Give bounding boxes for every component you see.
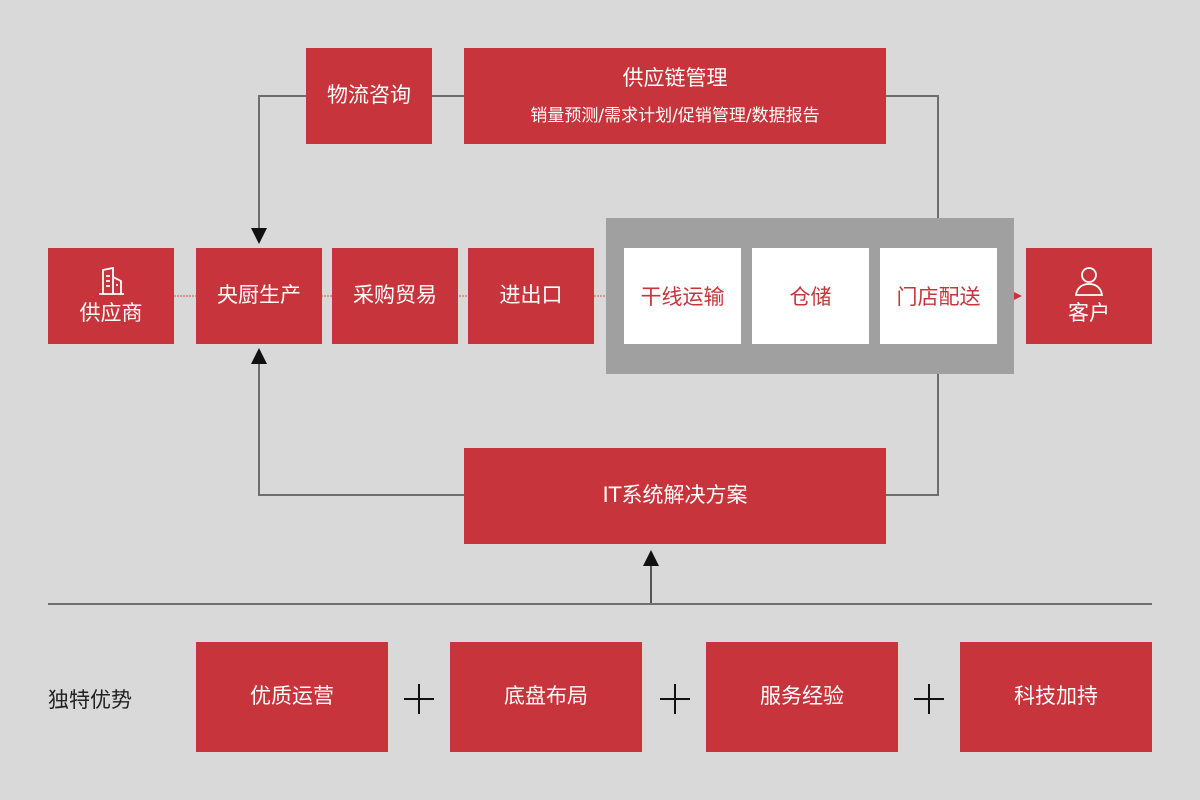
import-export-label: 进出口: [499, 283, 563, 308]
central-kitchen-box: 央厨生产: [196, 248, 322, 344]
user-icon: [1074, 267, 1104, 297]
store-delivery-box: 门店配送: [880, 248, 997, 344]
supply-chain-title: 供应链管理: [622, 65, 728, 90]
plus-icon: [660, 684, 690, 714]
procurement-label: 采购贸易: [353, 283, 437, 308]
advantage-label: 科技加持: [1014, 684, 1098, 709]
it-solution-label: IT系统解决方案: [602, 483, 748, 508]
connector-consulting-to-kitchen: [251, 95, 306, 244]
connector-it-to-delivery: [886, 348, 946, 496]
plus-icon: [914, 684, 944, 714]
advantage-box: 底盘布局: [450, 642, 642, 752]
it-solution-box: IT系统解决方案: [464, 448, 886, 544]
advantage-label: 优质运营: [250, 684, 334, 709]
customer-box: 客户: [1026, 248, 1152, 344]
store-delivery-label: 门店配送: [896, 285, 981, 309]
advantage-box: 科技加持: [960, 642, 1152, 752]
trunk-transport-box: 干线运输: [624, 248, 741, 344]
central-kitchen-label: 央厨生产: [217, 283, 301, 308]
advantage-label: 服务经验: [760, 684, 844, 709]
logistics-consulting-label: 物流咨询: [327, 83, 411, 108]
supplier-label: 供应商: [79, 301, 143, 326]
advantages-label: 独特优势: [48, 688, 132, 712]
supply-chain-subtitle: 销量预测/需求计划/促销管理/数据报告: [530, 106, 820, 127]
building-icon: [99, 267, 124, 296]
advantage-box: 服务经验: [706, 642, 898, 752]
supplier-box: 供应商: [48, 248, 174, 344]
customer-label: 客户: [1068, 301, 1110, 326]
trunk-transport-label: 干线运输: [640, 285, 725, 309]
connector-supplychain-to-delivery: [886, 95, 946, 244]
warehousing-label: 仓储: [789, 285, 832, 309]
import-export-box: 进出口: [468, 248, 594, 344]
advantage-label: 底盘布局: [504, 684, 588, 709]
logistics-consulting-box: 物流咨询: [306, 48, 432, 144]
procurement-box: 采购贸易: [332, 248, 458, 344]
supply-chain-box: 供应链管理 销量预测/需求计划/促销管理/数据报告: [464, 48, 886, 144]
advantage-box: 优质运营: [196, 642, 388, 752]
plus-icon: [404, 684, 434, 714]
warehousing-box: 仓储: [752, 248, 869, 344]
connector-it-to-kitchen: [251, 348, 464, 496]
